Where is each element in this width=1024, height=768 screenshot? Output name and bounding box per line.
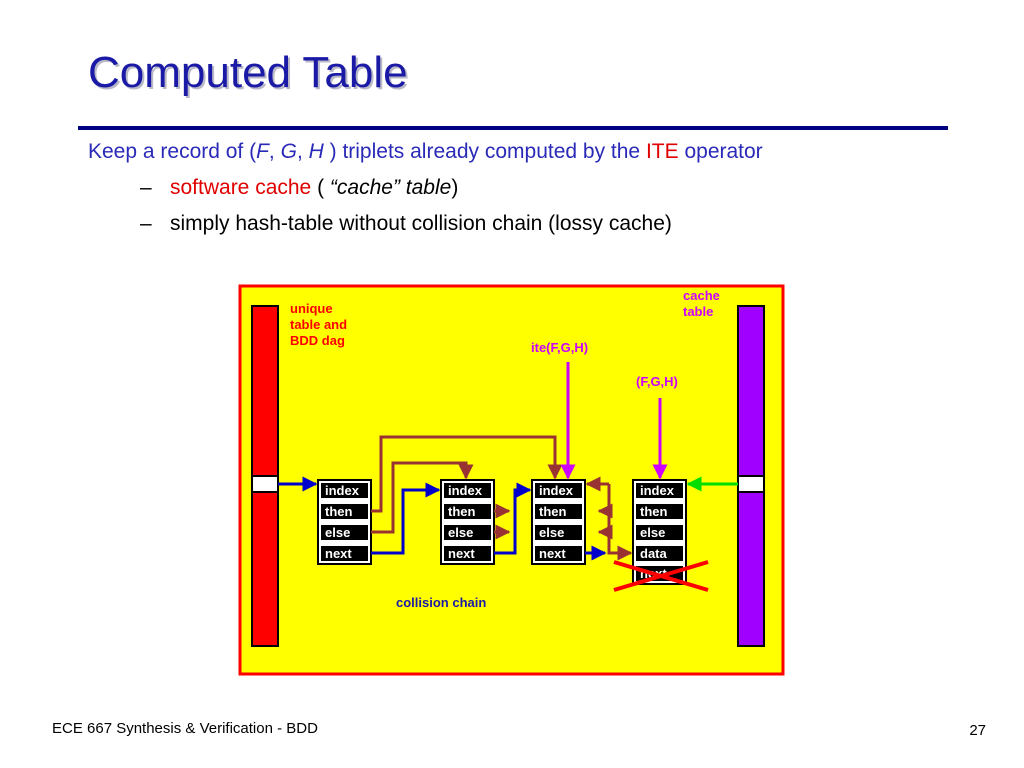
fgh-label: (F,G,H) — [636, 374, 678, 389]
title-underline — [78, 126, 948, 130]
node1-then: then — [325, 504, 353, 519]
node1-index: index — [325, 483, 360, 498]
node4-else: else — [640, 525, 665, 540]
crossed-out-icon — [613, 560, 709, 592]
node4-index: index — [640, 483, 675, 498]
unique-table-label: unique table and BDD dag — [290, 301, 351, 348]
bullet-hash-table: –simply hash-table without collision cha… — [140, 212, 672, 236]
page-number: 27 — [969, 722, 986, 739]
slide-title: Computed Table — [88, 48, 408, 97]
node4-data: data — [640, 546, 668, 561]
intro-comma-2: , — [296, 140, 309, 163]
brown-pointer-arrows — [371, 435, 633, 561]
node2-then: then — [448, 504, 476, 519]
node3-then: then — [539, 504, 567, 519]
collision-chain-label: collision chain — [396, 595, 486, 610]
node1-next: next — [325, 546, 352, 561]
intro-h: H — [308, 140, 324, 163]
chain-node-2: index then else next — [440, 479, 495, 565]
node4-then: then — [640, 504, 668, 519]
bullet-dash: – — [140, 176, 152, 199]
node2-index: index — [448, 483, 483, 498]
cache-table-label: cache table — [683, 288, 724, 319]
ite-label: ite(F,G,H) — [531, 340, 588, 355]
node1-else: else — [325, 525, 350, 540]
intro-f: F — [256, 140, 269, 163]
purple-query-arrows — [560, 362, 668, 480]
intro-ite: ITE — [645, 140, 679, 163]
bullet1-italic: “cache” table — [329, 176, 452, 199]
node3-index: index — [539, 483, 574, 498]
node2-next: next — [448, 546, 475, 561]
intro-text-2: ) triplets already computed by the — [323, 140, 646, 163]
node3-next: next — [539, 546, 566, 561]
bullet-dash: – — [140, 212, 152, 235]
blue-chain-arrows — [278, 476, 607, 561]
chain-node-3: index then else next — [531, 479, 586, 565]
cache-table-slot — [737, 475, 765, 493]
bullet1-red: software cache — [170, 176, 312, 199]
unique-table-slot — [251, 475, 279, 493]
chain-node-1: index then else next — [317, 479, 372, 565]
bullet1-close: ) — [451, 176, 459, 199]
intro-line: Keep a record of (F, G, H ) triplets alr… — [88, 140, 763, 164]
node2-else: else — [448, 525, 473, 540]
intro-text-1: Keep a record of ( — [88, 140, 257, 163]
intro-text-3: operator — [678, 140, 763, 163]
intro-g: G — [280, 140, 297, 163]
bullet1-open: ( — [311, 176, 330, 199]
node3-else: else — [539, 525, 564, 540]
intro-comma-1: , — [268, 140, 281, 163]
footer-text: ECE 667 Synthesis & Verification - BDD — [52, 720, 318, 737]
bullet2-text: simply hash-table without collision chai… — [170, 212, 672, 235]
bullet-software-cache: –software cache ( “cache” table) — [140, 176, 458, 200]
